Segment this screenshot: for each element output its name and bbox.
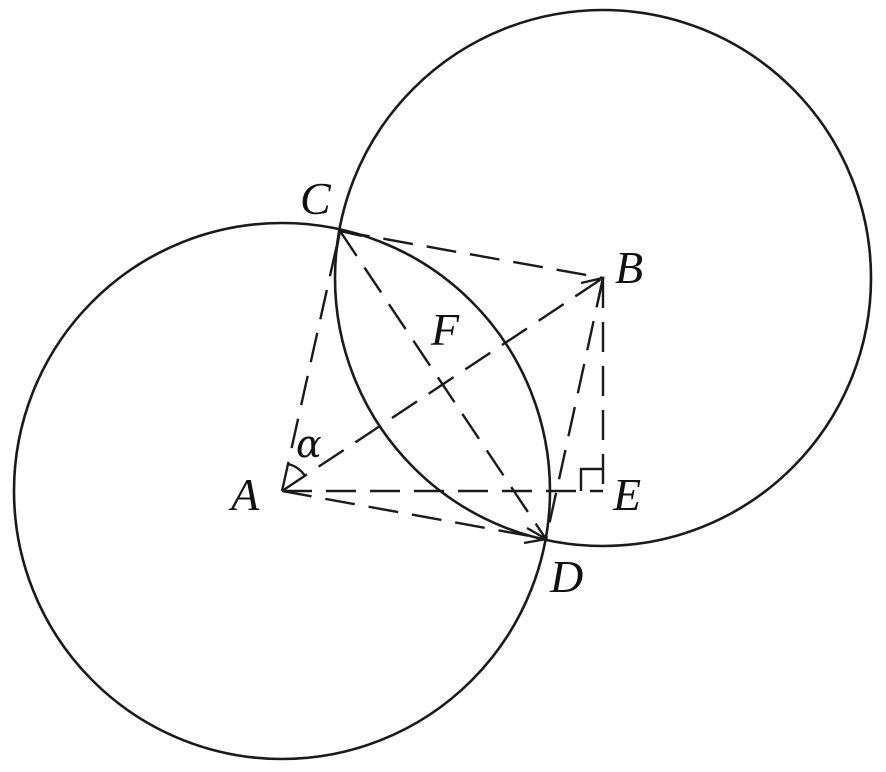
label-point-d: D <box>549 551 583 602</box>
label-angle-alpha: α <box>296 422 322 466</box>
label-point-c: C <box>300 173 332 224</box>
segment-cb <box>339 229 604 280</box>
right-angle-marker <box>579 467 603 491</box>
vector-ab <box>281 277 604 492</box>
label-point-f: F <box>430 304 460 355</box>
label-point-b: B <box>615 242 643 293</box>
arrowhead-at-d <box>523 526 550 545</box>
segment-ad <box>281 489 547 541</box>
angle-alpha-arc <box>287 462 307 477</box>
label-point-e: E <box>612 469 641 520</box>
segment-ac <box>280 230 342 492</box>
circle-centered-b <box>333 8 873 548</box>
segment-bd <box>544 277 605 540</box>
arrowhead-at-c <box>334 229 363 254</box>
label-point-a: A <box>228 469 260 520</box>
arrowhead-at-b <box>580 276 605 302</box>
